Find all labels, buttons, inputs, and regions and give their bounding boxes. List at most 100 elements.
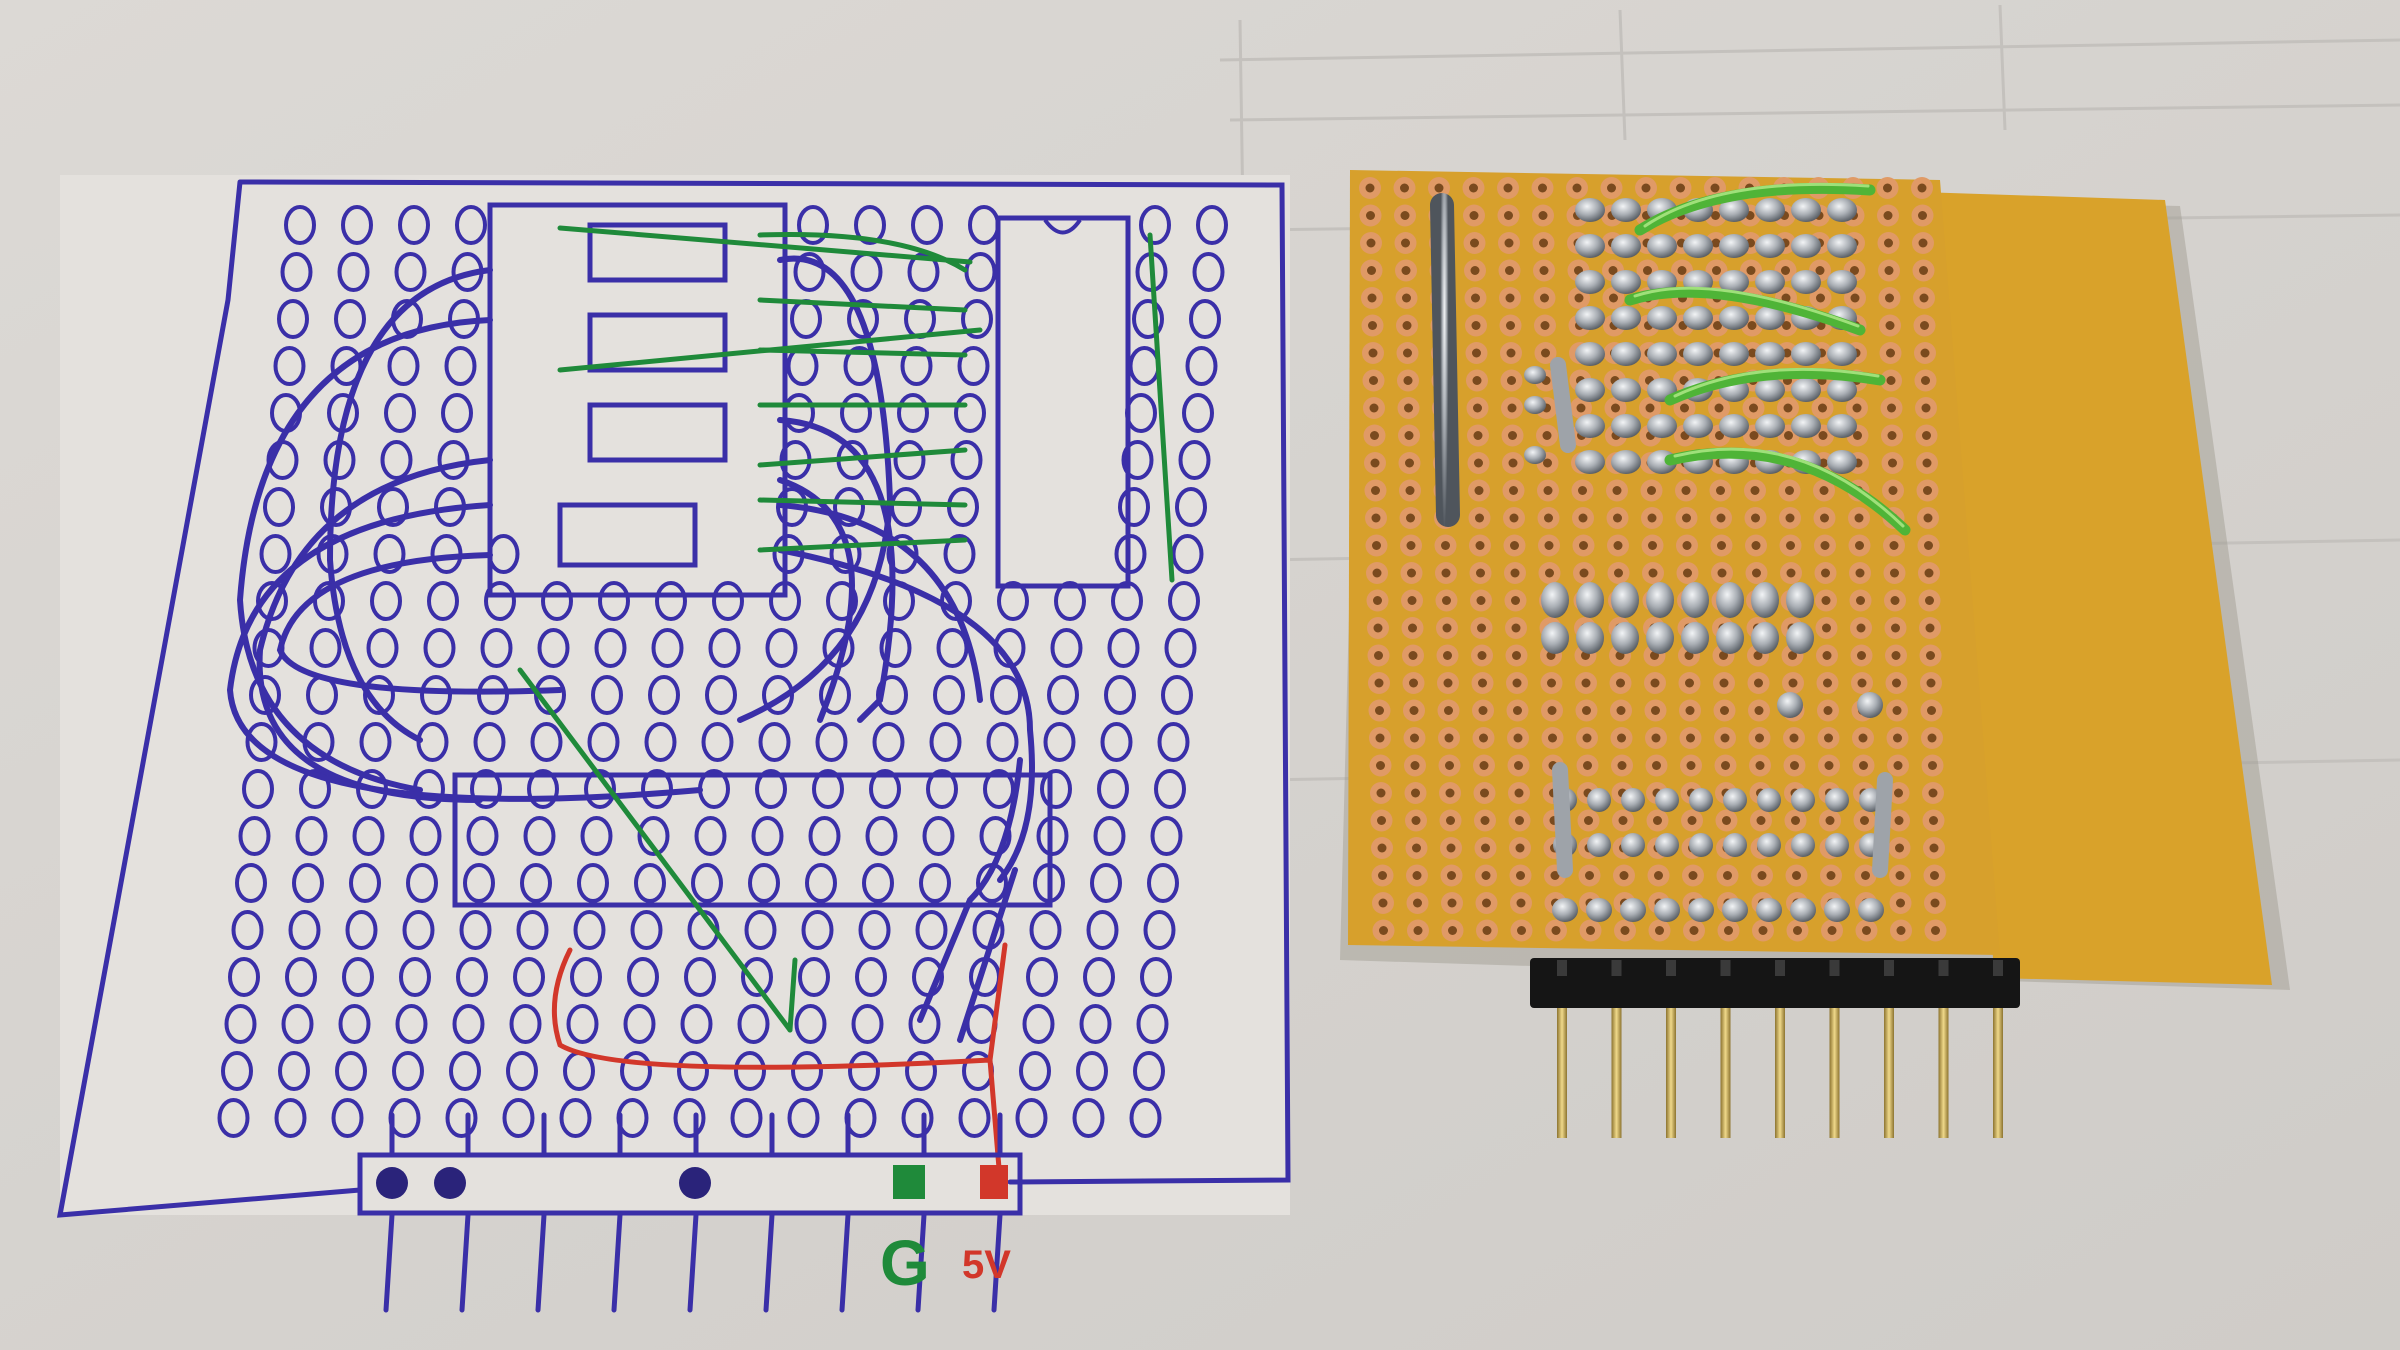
sketch-hole [957, 346, 990, 386]
pad-hole [1365, 183, 1375, 193]
sketch-hole [1178, 440, 1211, 480]
solder-blob [1756, 898, 1782, 922]
pad-hole [1474, 458, 1483, 468]
pad-hole [1368, 321, 1377, 330]
solder-blob [1621, 833, 1645, 857]
pad-hole [1504, 211, 1513, 220]
sketch-hole [598, 581, 630, 621]
sketch-hole [762, 675, 794, 715]
pad-hole [1617, 761, 1627, 770]
pad-hole [1781, 266, 1790, 275]
sketch-hole [577, 863, 609, 903]
pad-hole [1862, 926, 1871, 935]
sketch-hole [748, 863, 780, 903]
perfboard [1340, 170, 2290, 1138]
solder-blob [1825, 833, 1849, 857]
pad-hole [1503, 183, 1513, 193]
pad-hole [1409, 678, 1418, 688]
sketch-hole [705, 675, 737, 715]
pad-hole [1407, 568, 1416, 578]
sketch-hole [791, 1051, 823, 1091]
pad-hole [1891, 623, 1900, 633]
pad-hole [1378, 871, 1387, 880]
pad-hole [1477, 623, 1486, 633]
pad-hole [1857, 678, 1867, 688]
solder-blob [1791, 788, 1815, 812]
solder-blob [1611, 270, 1641, 294]
pad-hole [1471, 321, 1481, 330]
sketch-hole [793, 252, 826, 292]
header-pin-base [1775, 960, 1785, 976]
pad-hole [1613, 513, 1622, 523]
pad-hole [1677, 266, 1687, 275]
pad-hole [1792, 871, 1801, 880]
pad-hole [1482, 926, 1492, 935]
pad-hole [1923, 486, 1932, 495]
pad-hole [1480, 816, 1490, 825]
sketch-hole [872, 722, 905, 762]
sketch-hole [331, 1098, 364, 1138]
pad-hole [1682, 513, 1691, 523]
pad-hole [1372, 541, 1381, 550]
pad-hole [1370, 431, 1379, 440]
board-blank-area [1920, 192, 2272, 985]
pad-hole [1641, 183, 1651, 193]
pad-hole [1888, 458, 1897, 468]
sketch-pin-leg [991, 1212, 1003, 1313]
pad-hole [1369, 376, 1378, 385]
header-pin-base [1938, 960, 1949, 976]
solder-blob [1755, 270, 1785, 294]
sketch-hole [954, 393, 986, 433]
sketch-hole [630, 910, 663, 950]
pad-hole [1826, 871, 1836, 880]
pad-hole [1616, 678, 1625, 688]
sketch-hole [455, 205, 487, 245]
sketch-hole [862, 863, 894, 903]
solder-blob [1827, 450, 1857, 474]
sketch-hole [341, 205, 373, 245]
pad-hole [1404, 403, 1413, 413]
pad-hole [1755, 761, 1765, 770]
pad-hole [1516, 898, 1526, 908]
sketch-hole [907, 252, 940, 292]
solder-blob [1575, 414, 1605, 438]
pad-hole [1746, 266, 1756, 275]
sketch-hole [1026, 957, 1058, 997]
pad-hole [1719, 651, 1728, 660]
sketch-pin-leg [763, 1212, 775, 1313]
pad-hole [1374, 651, 1383, 660]
solder-blob [1723, 833, 1747, 857]
sketch-hole [983, 769, 1015, 809]
solder-blob [1719, 342, 1749, 366]
pad-hole [1474, 486, 1484, 495]
solder-trace [1550, 357, 1576, 453]
sketch-hole [409, 816, 442, 856]
solder-blob [1654, 898, 1680, 922]
sketch-hole [950, 440, 983, 480]
header-pin-base [1611, 960, 1622, 976]
solder-blob [1575, 198, 1605, 222]
sketch-hole [1121, 440, 1154, 480]
pad-hole [1472, 348, 1481, 358]
solder-blob [1791, 342, 1821, 366]
pad-hole [1373, 596, 1382, 605]
pad-hole [1511, 596, 1520, 605]
sketch-hole [445, 1098, 478, 1138]
pad-hole [1367, 266, 1376, 275]
pad-hole [1479, 761, 1489, 770]
pad-hole [1413, 898, 1422, 908]
sketch-hole [292, 863, 324, 903]
solder-blob [1647, 306, 1677, 330]
solder-blob [1751, 582, 1779, 618]
pad-hole [1757, 871, 1767, 880]
solder-blob [1751, 622, 1779, 654]
pad-hole [1884, 266, 1894, 275]
pad-hole [1676, 183, 1685, 193]
pad-hole [1856, 623, 1866, 633]
pad-hole [1445, 761, 1454, 770]
sketch-hole [345, 910, 378, 950]
sketch-hole [765, 628, 798, 668]
sketch-hole [1196, 205, 1228, 245]
pad-hole [1607, 183, 1616, 193]
solder-joints [1524, 198, 1884, 922]
